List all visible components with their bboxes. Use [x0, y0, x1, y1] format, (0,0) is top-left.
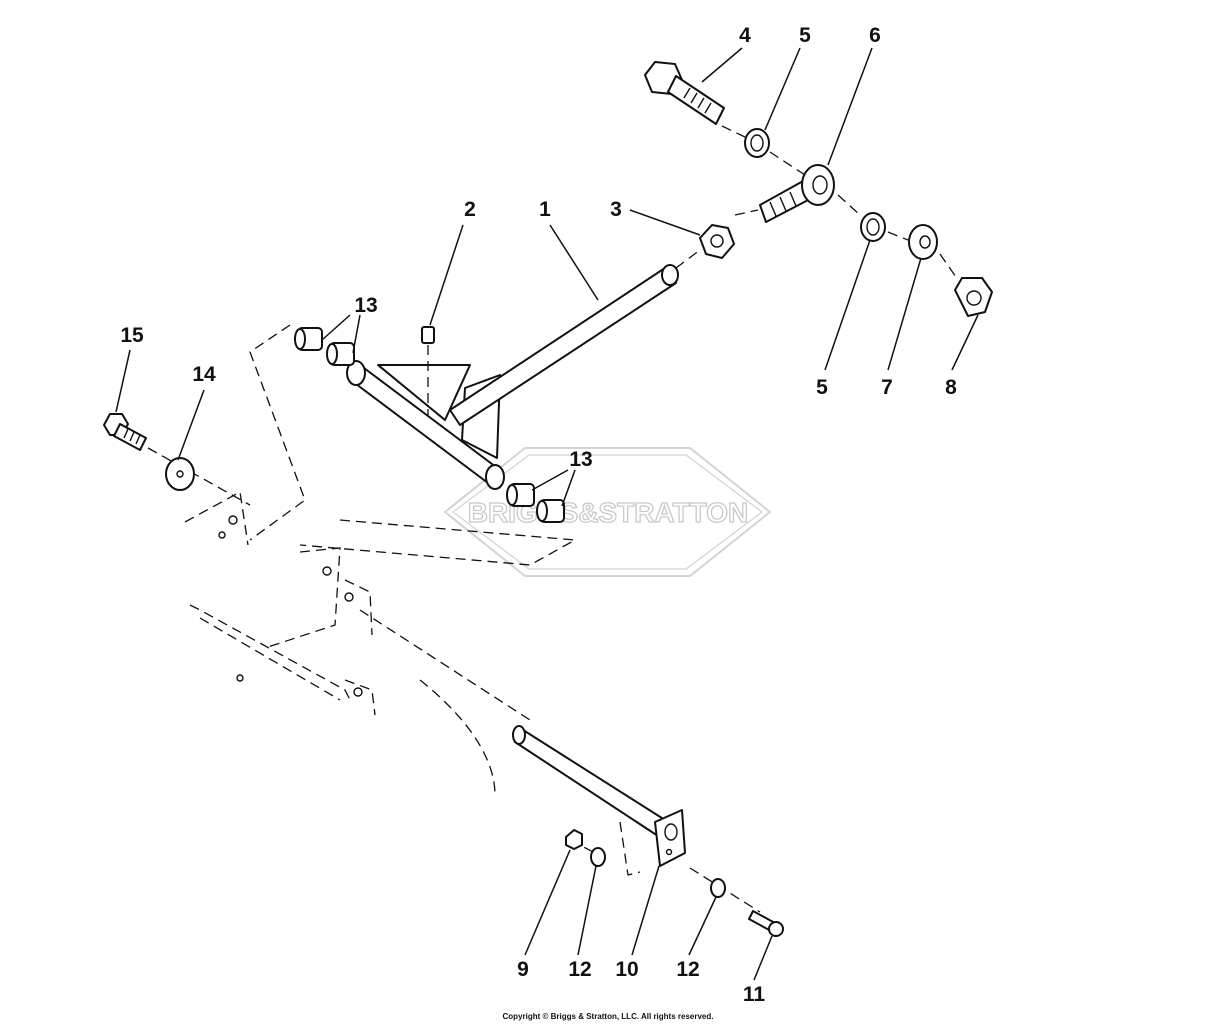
lock-nut [954, 277, 993, 317]
callout-5-top: 5 [799, 24, 811, 47]
small-nut [565, 829, 583, 850]
callout-6: 6 [869, 24, 881, 47]
hex-bolt [644, 61, 725, 125]
leader-lines [115, 47, 979, 981]
callout-10: 10 [615, 958, 638, 981]
a-arm-part [346, 264, 679, 490]
callout-12-left: 12 [568, 958, 591, 981]
callout-3: 3 [610, 198, 622, 221]
spacer-washer-2 [860, 212, 886, 242]
callout-4: 4 [739, 24, 751, 47]
grease-fitting [421, 326, 435, 415]
callout-7: 7 [881, 376, 893, 399]
callout-9: 9 [517, 958, 529, 981]
pivot-bar [512, 725, 686, 867]
copyright-notice: Copyright © Briggs & Stratton, LLC. All … [503, 1012, 714, 1021]
callout-13-bottom: 13 [569, 448, 592, 471]
hex-nut [699, 224, 735, 259]
callout-13-top: 13 [354, 294, 377, 317]
small-washer-2 [710, 878, 726, 898]
rod-end [759, 164, 835, 223]
flat-washer [908, 224, 938, 260]
small-washer [590, 847, 606, 867]
callout-11: 11 [743, 983, 766, 1006]
callout-12-right: 12 [676, 958, 699, 981]
callout-8: 8 [945, 376, 957, 399]
flat-washer-left [165, 457, 195, 491]
spacer-washer [744, 128, 770, 158]
callout-1: 1 [539, 198, 551, 221]
callout-2: 2 [464, 198, 476, 221]
callout-14: 14 [192, 363, 216, 386]
callout-5-bottom: 5 [816, 376, 828, 399]
small-bolt [748, 910, 784, 937]
bushings [294, 327, 565, 523]
callout-15: 15 [120, 324, 144, 347]
callout-labels: 1 2 3 4 5 6 5 7 8 9 12 10 12 11 13 13 14… [120, 24, 957, 1006]
hex-bolt-left [103, 413, 147, 451]
